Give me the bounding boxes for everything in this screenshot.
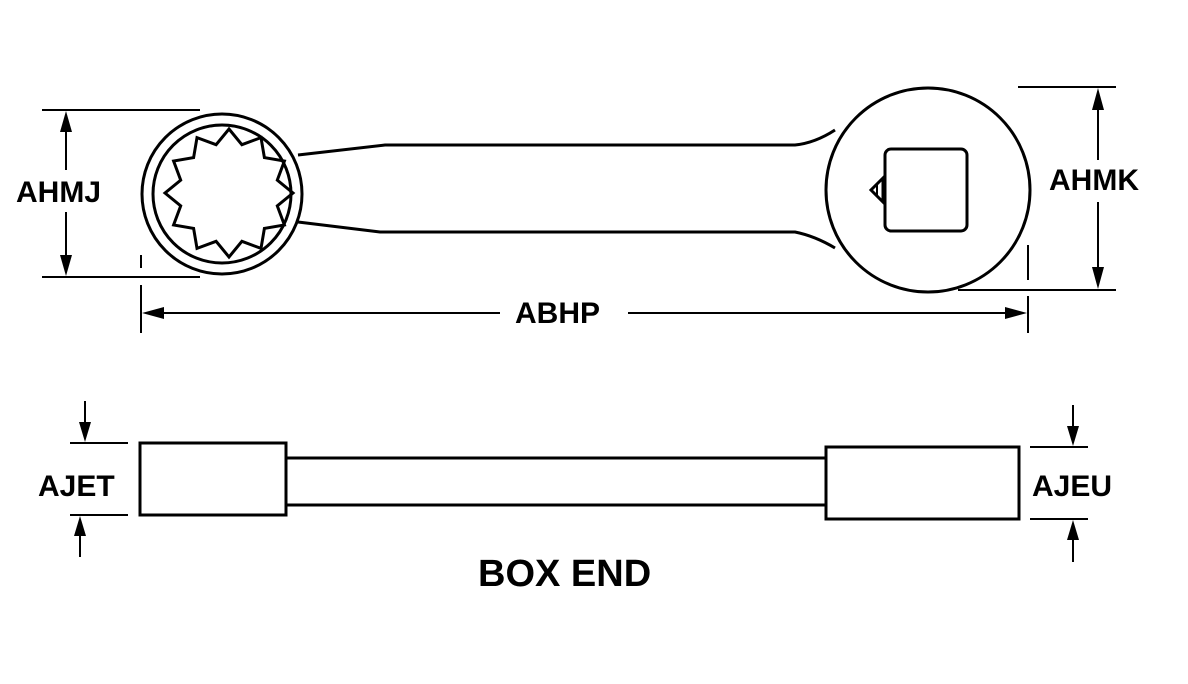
drive-end-block <box>824 445 1021 521</box>
dimension-ajeu: AJEU <box>1030 405 1112 562</box>
arrowhead <box>79 422 91 442</box>
dimension-label-ajeu: AJEU <box>1032 470 1112 503</box>
arrowhead <box>1092 267 1104 289</box>
dimension-ahmk: AHMK <box>958 86 1139 291</box>
dimension-label-abhp: ABHP <box>515 297 600 330</box>
handle-upper-edge <box>297 128 836 157</box>
arrowhead <box>1005 307 1027 319</box>
view-title: BOX END <box>478 553 651 595</box>
wrench-top-view <box>140 86 1032 294</box>
dimension-abhp: ABHP <box>140 245 1029 333</box>
arrowhead <box>1067 426 1079 446</box>
arrowhead <box>1067 520 1079 540</box>
arrowhead <box>60 255 72 276</box>
dimension-ajet: AJET <box>38 401 128 557</box>
box-end-outer-ring <box>140 112 304 276</box>
dimension-label-ahmk: AHMK <box>1049 164 1139 197</box>
drive-end-head <box>824 86 1032 294</box>
arrowhead <box>60 111 72 132</box>
arrowhead <box>1092 88 1104 110</box>
dimension-ahmj: AHMJ <box>16 109 200 278</box>
square-drive <box>883 147 969 233</box>
arrowhead <box>74 516 86 536</box>
dimension-label-ajet: AJET <box>38 470 115 503</box>
wrench-side-view <box>138 441 1021 521</box>
box-end-block <box>138 441 288 517</box>
dimension-label-ahmj: AHMJ <box>16 176 101 209</box>
box-end-inner-ring <box>151 123 293 265</box>
twelve-point-opening <box>162 126 296 260</box>
arrowhead <box>142 307 164 319</box>
handle-lower-edge <box>297 220 836 250</box>
